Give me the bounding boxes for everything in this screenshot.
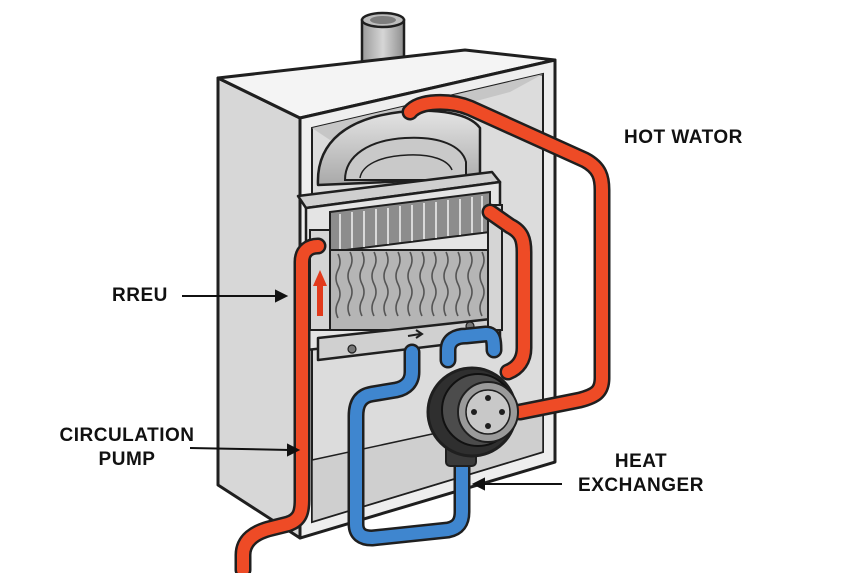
heat-exchanger-label-line2: EXCHANGER	[578, 475, 704, 496]
cold-water-pipes	[347, 325, 503, 547]
hot-water-label: HOT WATOR	[624, 127, 743, 148]
pump-icon	[426, 366, 519, 467]
heat-exchanger-label-line1: HEAT	[614, 451, 668, 472]
circulation-pump-leader	[189, 447, 291, 451]
burner-hood	[316, 109, 482, 187]
heat-exchanger-block	[296, 170, 503, 362]
rreu-label: RREU	[112, 285, 168, 306]
heat-exchanger-label: HEAT EXCHANGER	[566, 450, 716, 498]
circulation-pump-label-line2: PUMP	[98, 449, 156, 470]
hot-water-pipes	[234, 93, 611, 573]
circulation-pump-label: CIRCULATION PUMP	[52, 424, 202, 472]
up-arrow-icon	[313, 270, 327, 316]
circulation-pump-label-line1: CIRCULATION	[59, 425, 195, 446]
label-leaders	[182, 289, 562, 491]
